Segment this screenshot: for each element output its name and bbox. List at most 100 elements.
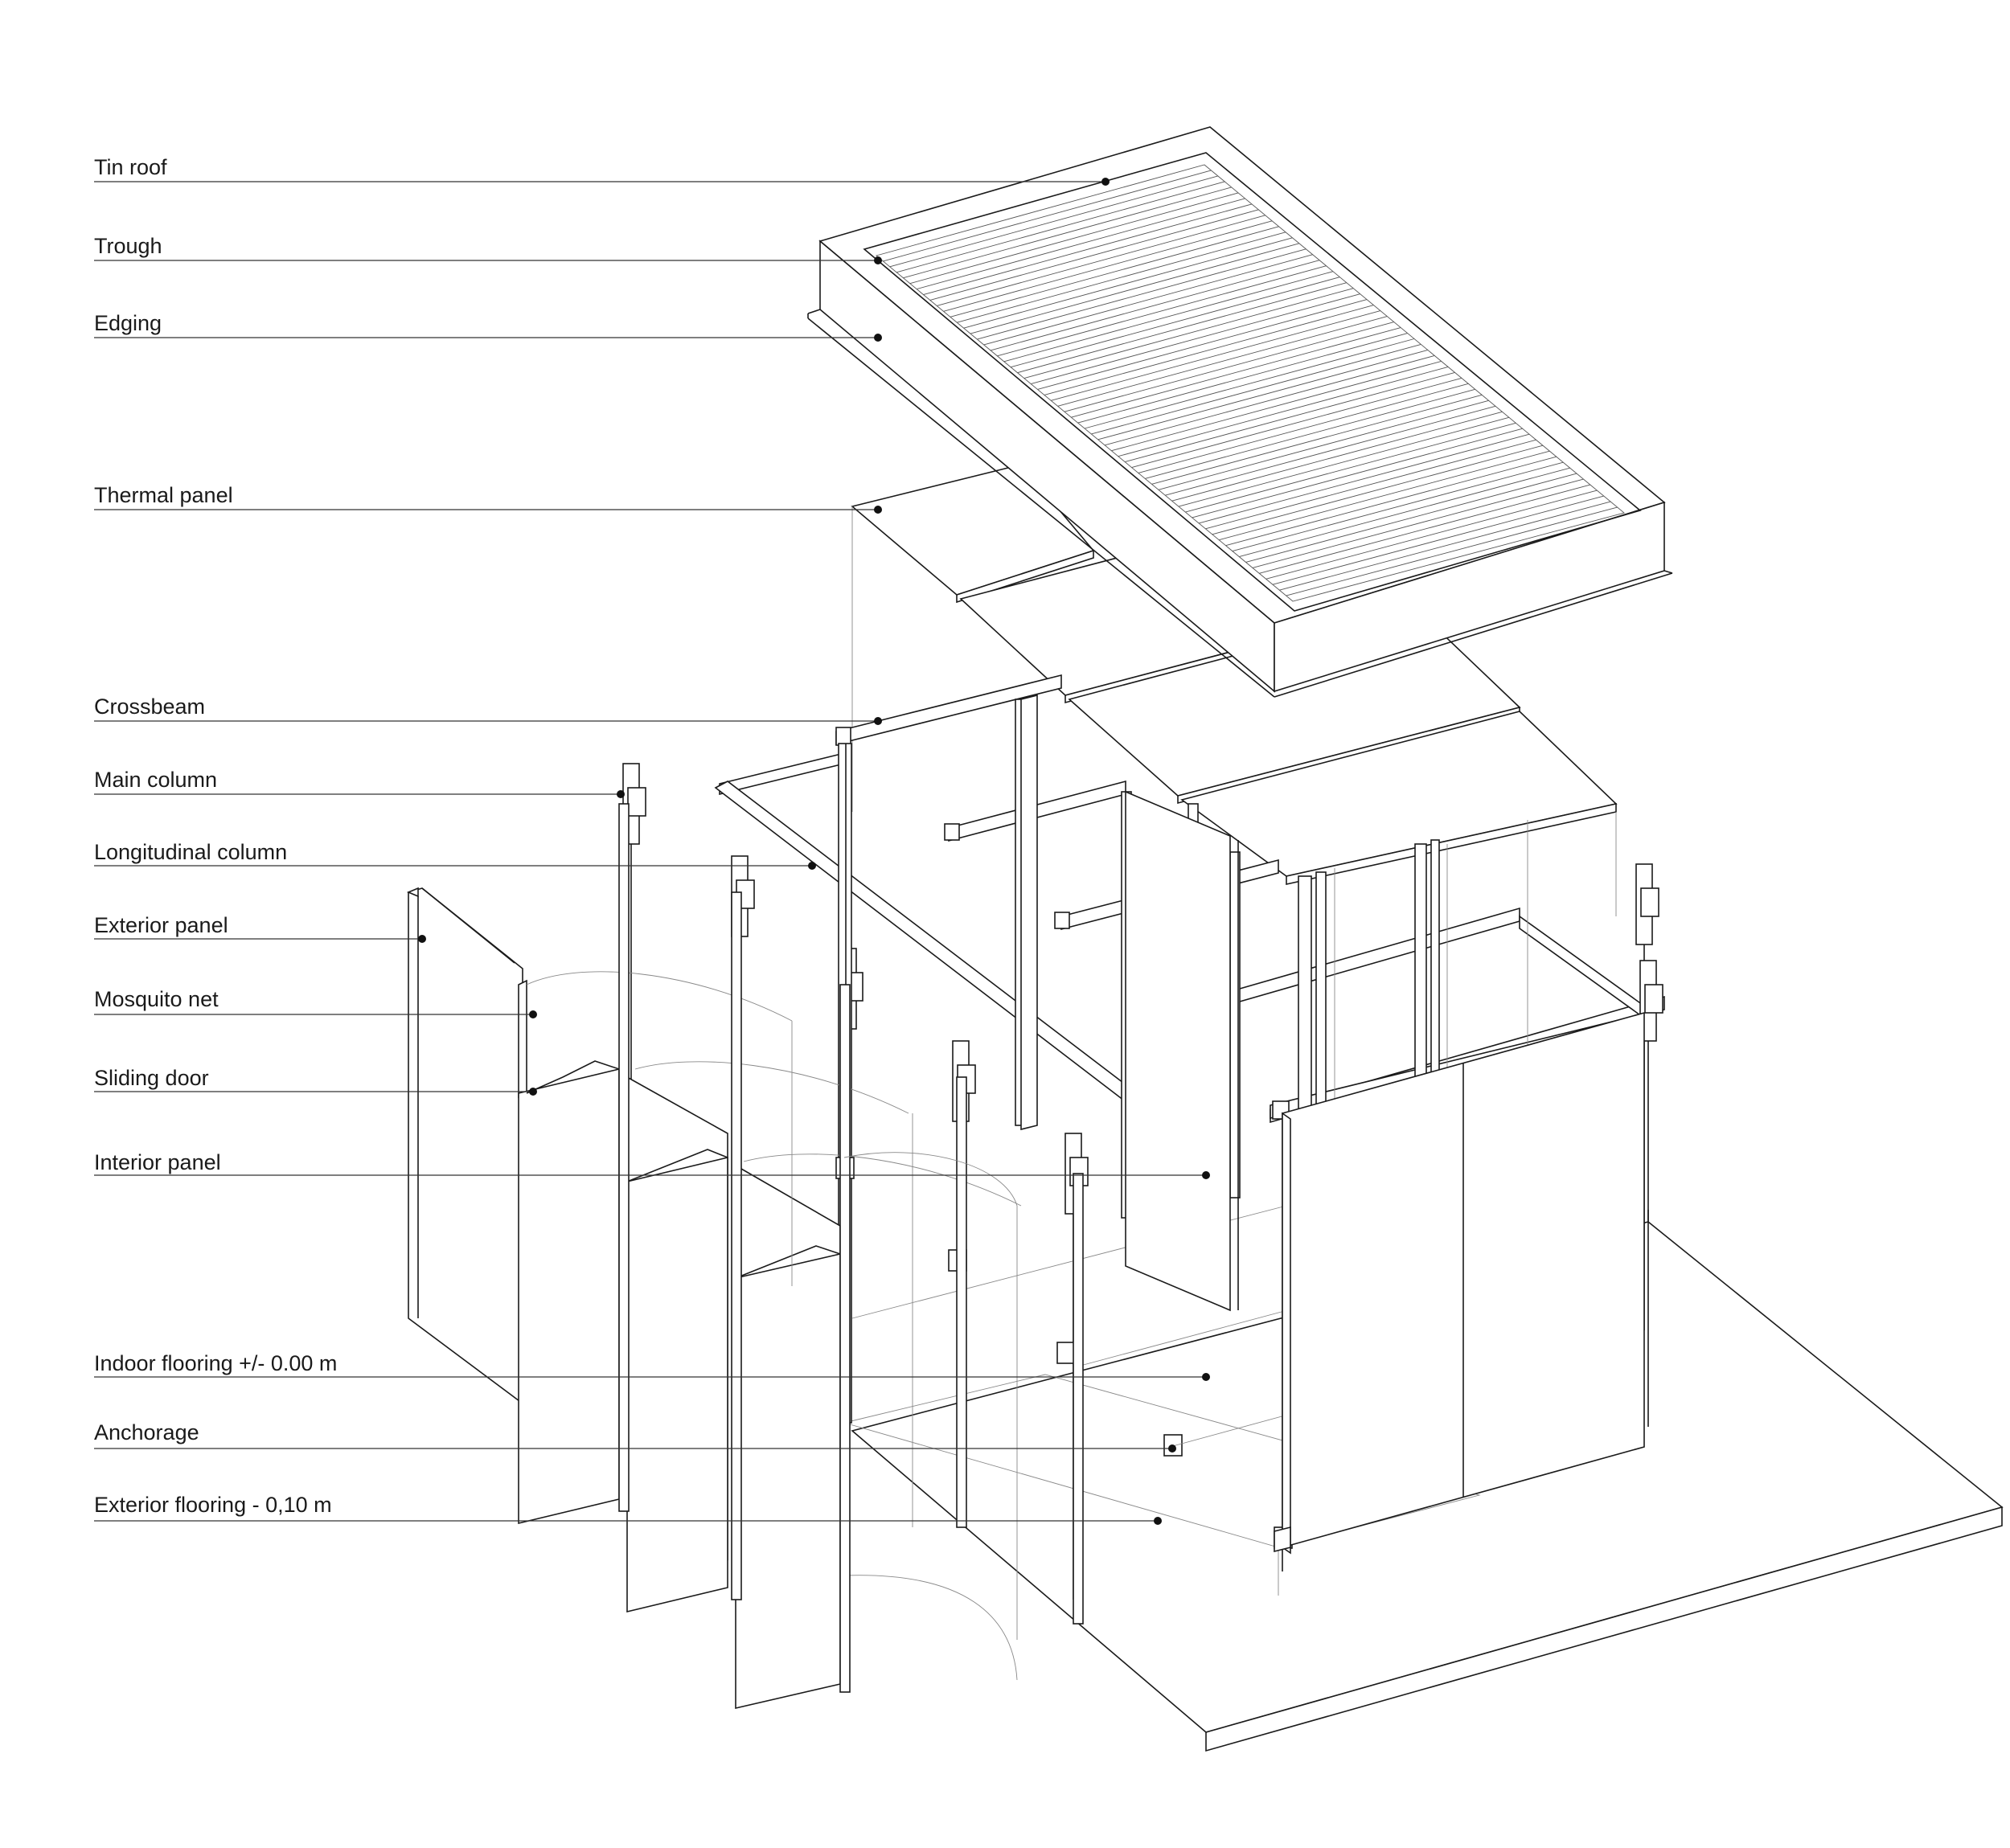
roof-corrugation — [1077, 333, 1408, 424]
roof-corrugation — [1185, 422, 1516, 513]
roof-corrugation — [957, 232, 1286, 323]
leader-dot — [874, 506, 882, 514]
roof-corrugation — [1212, 445, 1544, 535]
main-column-bracket — [1644, 984, 1663, 1014]
roof-corrugation — [1010, 277, 1340, 368]
roof-corrugation — [909, 192, 1239, 285]
roof-corrugation — [943, 220, 1273, 312]
roof-corrugation — [1118, 366, 1449, 457]
roof-corrugation — [1091, 344, 1421, 435]
leader-dot — [874, 256, 882, 264]
roof-corrugation — [1044, 305, 1374, 395]
exterior-panel-left — [406, 887, 523, 1405]
roof-corrugation — [1003, 271, 1334, 363]
roof-corrugation — [970, 243, 1299, 334]
roof-corrugation — [1125, 371, 1455, 463]
leader-dot — [529, 1010, 537, 1018]
label-exterior-flooring: Exterior flooring - 0,10 m — [94, 1493, 332, 1517]
roof-corrugation — [977, 248, 1306, 340]
leader-dot — [808, 862, 816, 870]
tin-roof — [807, 126, 1673, 698]
leader-dot — [617, 790, 625, 798]
roof-corrugation — [1071, 327, 1401, 418]
roof-corrugation — [1158, 400, 1489, 490]
roof-corrugation — [923, 203, 1253, 295]
label-main-column: Main column — [94, 768, 218, 792]
roof-corrugation — [929, 209, 1259, 301]
roof-corrugation — [1225, 456, 1557, 547]
roof-corrugation — [1057, 316, 1388, 407]
roof-corrugation — [1165, 405, 1496, 496]
roof-corrugation — [1104, 355, 1435, 446]
leader-lines — [94, 178, 1210, 1525]
mosquito-net-and-doors — [518, 803, 1084, 1710]
roof-corrugation — [1017, 282, 1347, 374]
main-column-bracket — [1640, 887, 1659, 917]
roof-corrugation — [950, 226, 1279, 318]
roof-corrugation — [1151, 394, 1483, 485]
roof-corrugation — [1171, 411, 1503, 502]
label-crossbeam: Crossbeam — [94, 695, 206, 719]
leader-dot — [1168, 1444, 1176, 1453]
leader-dot — [418, 935, 426, 943]
label-longitudinal-column: Longitudinal column — [94, 840, 288, 864]
roof-corrugation — [1239, 467, 1570, 557]
main-column-bracket — [627, 787, 646, 817]
roof-corrugation — [889, 175, 1218, 268]
label-indoor-flooring: Indoor flooring +/- 0.00 m — [94, 1351, 338, 1375]
roof-corrugation — [1031, 293, 1360, 384]
label-anchorage: Anchorage — [94, 1420, 199, 1444]
roof-corrugation — [1131, 377, 1462, 468]
roof-corrugation — [1286, 506, 1618, 596]
roof-corrugation — [1037, 299, 1368, 390]
roof-corrugation — [1218, 450, 1550, 541]
roof-corrugation — [1245, 473, 1577, 563]
roof-corrugation — [1178, 416, 1509, 507]
roof-corrugation — [1084, 338, 1415, 429]
roof-corrugation — [1252, 478, 1584, 568]
roof-corrugation — [1192, 428, 1523, 518]
leader-dot — [1154, 1517, 1162, 1525]
roof-corrugation — [1023, 288, 1354, 379]
roof-corrugation — [1198, 433, 1530, 524]
roof-corrugation — [1265, 490, 1598, 580]
roof-corrugation — [883, 170, 1212, 262]
leader-dot — [529, 1088, 537, 1096]
roof-corrugation — [1064, 322, 1394, 412]
roof-corrugation — [1097, 350, 1428, 440]
leader-dot — [1202, 1171, 1210, 1179]
roof-corrugation — [937, 215, 1265, 306]
roof-corrugation — [1232, 461, 1564, 552]
roof-corrugation — [997, 265, 1327, 357]
label-exterior-panel: Exterior panel — [94, 913, 228, 937]
roof-corrugation — [1051, 310, 1381, 401]
roof-corrugation — [1111, 361, 1442, 452]
label-edging: Edging — [94, 311, 162, 335]
leader-dot — [1202, 1373, 1210, 1381]
roof-corrugation — [1279, 501, 1611, 591]
leader-dot — [874, 334, 882, 342]
label-thermal-panel: Thermal panel — [94, 483, 233, 507]
label-tin-roof: Tin roof — [94, 155, 167, 179]
interior-panels — [1020, 694, 1239, 1312]
label-trough: Trough — [94, 234, 162, 258]
roof-corrugation — [1138, 383, 1469, 473]
roof-corrugation — [990, 260, 1320, 351]
roof-corrugation — [983, 254, 1313, 346]
label-interior-panel: Interior panel — [94, 1150, 221, 1174]
exterior-panel-right — [1274, 1011, 1645, 1571]
roof-corrugation — [903, 186, 1232, 279]
roof-corrugation — [1145, 388, 1475, 479]
roof-corrugation — [896, 181, 1225, 273]
roof-corrugation — [1259, 484, 1591, 574]
roof-corrugation — [1205, 439, 1536, 530]
leader-dot — [874, 717, 882, 725]
label-mosquito-net: Mosquito net — [94, 987, 219, 1011]
roof-corrugation — [963, 237, 1293, 329]
roof-corrugation — [1272, 495, 1604, 585]
label-sliding-door: Sliding door — [94, 1066, 209, 1090]
roof-corrugation — [917, 198, 1245, 290]
leader-dot — [1101, 178, 1110, 186]
